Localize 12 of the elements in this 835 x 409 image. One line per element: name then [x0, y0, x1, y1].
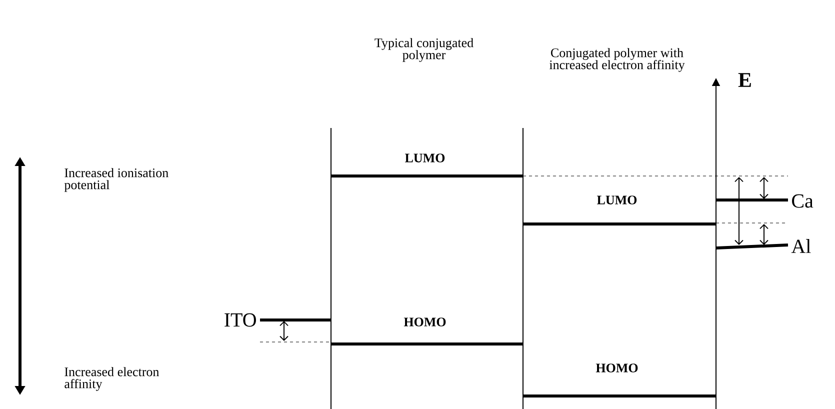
annotation-text: Increased electron affinity [64, 367, 160, 391]
level-label: ITO [224, 313, 256, 327]
column-heading: Conjugated polymer with increased electron affinity [549, 48, 685, 72]
level-label: Ca [792, 194, 814, 208]
level-label: LUMO [597, 196, 637, 204]
column-heading: Typical conjugated polymer [374, 38, 474, 62]
level-label: HOMO [596, 364, 638, 372]
axis-label: E [738, 73, 751, 87]
level-label: Al [791, 239, 811, 253]
level-label: HOMO [404, 318, 446, 326]
annotation-text: Increased ionisation potential [64, 168, 168, 192]
level-label: LUMO [405, 154, 445, 162]
